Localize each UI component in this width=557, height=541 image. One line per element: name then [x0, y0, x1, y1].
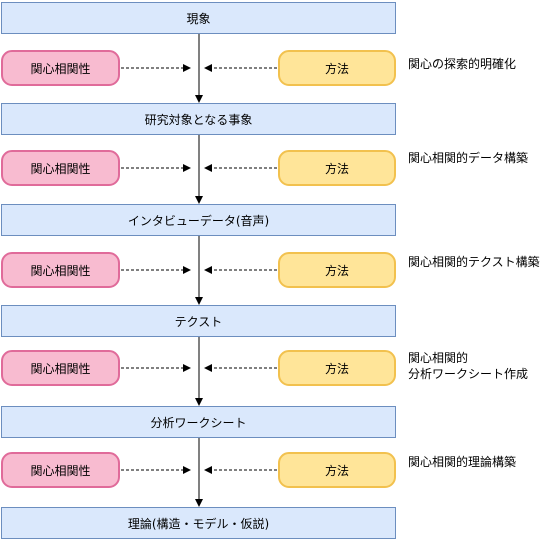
stage-box-3: インタビューデータ(音声): [1, 204, 396, 236]
interest-correlation-pill-1: 関心相関性: [1, 50, 120, 86]
process-note-line: 関心相関的理論構築: [408, 455, 517, 469]
method-pill-1: 方法: [278, 50, 396, 86]
process-note-line: 分析ワークシート作成: [408, 367, 529, 381]
process-note-line: 関心相関的データ構築: [408, 151, 529, 165]
process-note-4: 関心相関的分析ワークシート作成: [408, 350, 528, 382]
method-pill-4: 方法: [278, 350, 396, 386]
method-pill-5: 方法: [278, 452, 396, 488]
interest-correlation-pill-3: 関心相関性: [1, 252, 120, 288]
process-note-line: 関心相関的テクスト構築: [408, 255, 540, 269]
process-note-2: 関心相関的データ構築: [408, 150, 528, 166]
process-note-line: 関心相関的: [408, 351, 469, 365]
process-note-3: 関心相関的テクスト構築: [408, 254, 540, 270]
stage-box-2: 研究対象となる事象: [1, 103, 396, 135]
stage-box-6: 理論(構造・モデル・仮説): [1, 507, 396, 539]
process-note-1: 関心の探索的明確化: [408, 56, 516, 72]
process-note-line: 関心の探索的明確化: [408, 57, 517, 71]
stage-box-1: 現象: [1, 2, 396, 34]
method-pill-2: 方法: [278, 150, 396, 186]
process-note-5: 関心相関的理論構築: [408, 454, 516, 470]
interest-correlation-pill-5: 関心相関性: [1, 452, 120, 488]
stage-box-5: 分析ワークシート: [1, 406, 396, 438]
interest-correlation-pill-4: 関心相関性: [1, 350, 120, 386]
stage-box-4: テクスト: [1, 305, 396, 337]
interest-correlation-pill-2: 関心相関性: [1, 150, 120, 186]
method-pill-3: 方法: [278, 252, 396, 288]
